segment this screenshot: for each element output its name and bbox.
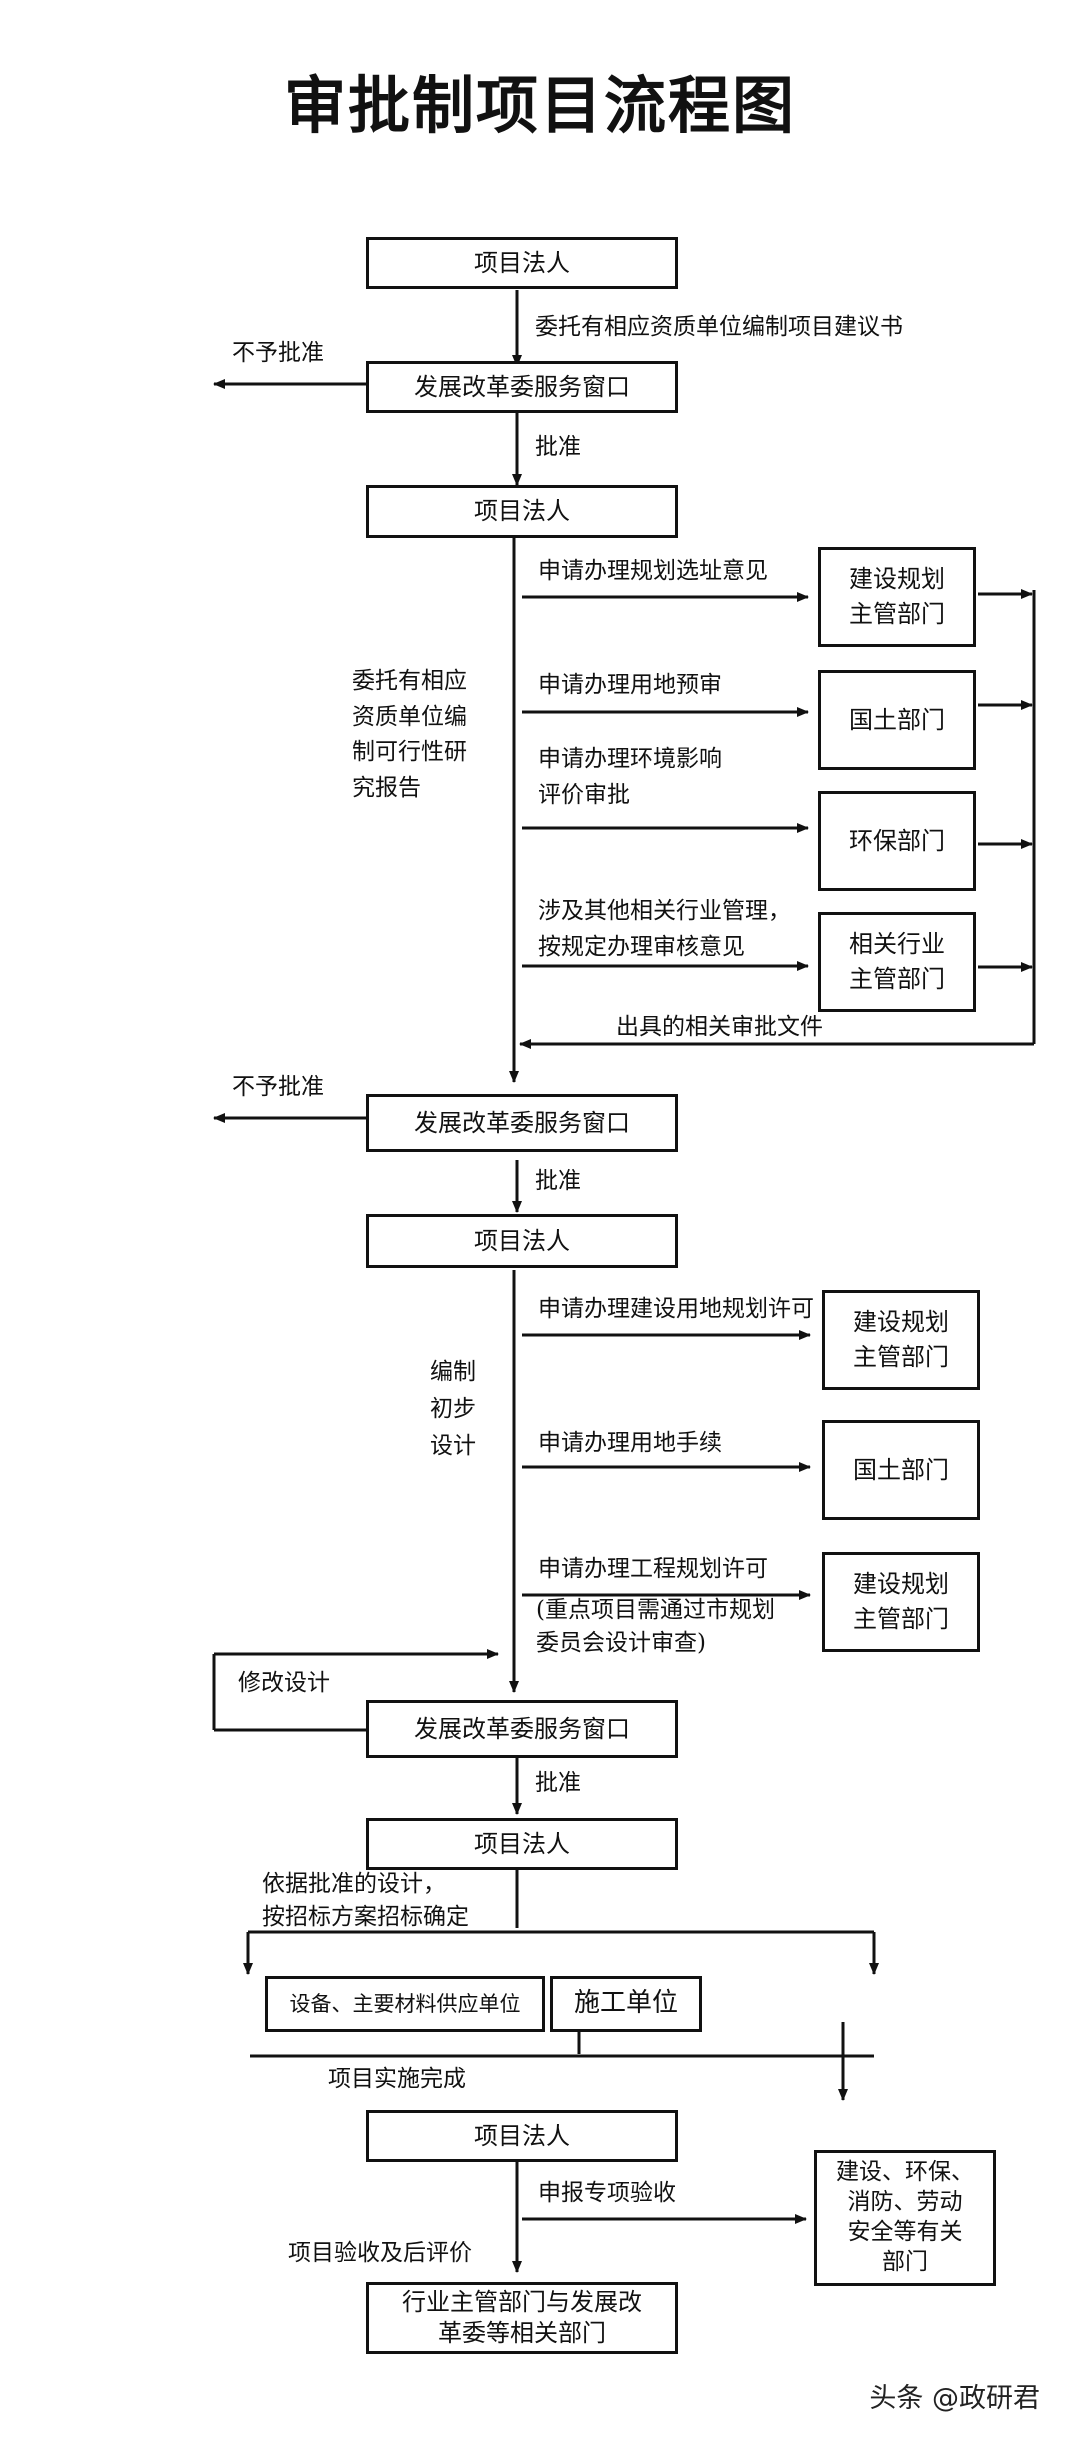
planning-dept-box-2: 建设规划 主管部门 xyxy=(822,1290,980,1390)
legal-person-box-5: 项目法人 xyxy=(366,2110,678,2162)
label-apply-land-procedures: 申请办理用地手续 xyxy=(538,1430,722,1456)
land-dept-box-1: 国土部门 xyxy=(818,670,976,770)
planning-dept-box-1: 建设规划 主管部门 xyxy=(818,547,976,647)
label-approve-2: 批准 xyxy=(535,1168,581,1194)
page-title: 审批制项目流程图 xyxy=(283,69,796,142)
label-reject-1: 不予批准 xyxy=(232,340,324,366)
label-issue-docs: 出具的相关审批文件 xyxy=(616,1014,823,1040)
label-key-project-note: (重点项目需通过市规划 委员会设计审查) xyxy=(536,1597,775,1657)
ndrc-window-box-2: 发展改革委服务窗口 xyxy=(366,1094,678,1152)
legal-person-box-1: 项目法人 xyxy=(366,237,678,289)
label-completion: 项目实施完成 xyxy=(328,2066,466,2092)
equipment-supplier-box: 设备、主要材料供应单位 xyxy=(265,1976,545,2032)
label-approve-1: 批准 xyxy=(535,434,581,460)
label-approve-3: 批准 xyxy=(535,1770,581,1796)
industry-dept-box: 相关行业 主管部门 xyxy=(818,912,976,1012)
acceptance-depts-box: 建设、环保、 消防、劳动 安全等有关 部门 xyxy=(814,2150,996,2286)
label-reject-2: 不予批准 xyxy=(232,1074,324,1100)
label-apply-land-review: 申请办理用地预审 xyxy=(538,672,722,698)
label-modify-design: 修改设计 xyxy=(238,1670,330,1696)
construction-unit-box: 施工单位 xyxy=(550,1976,702,2032)
ndrc-window-box-3: 发展改革委服务窗口 xyxy=(366,1700,678,1758)
label-apply-industry: 涉及其他相关行业管理， 按规定办理审核意见 xyxy=(538,898,791,960)
label-apply-engineering-permit: 申请办理工程规划许可 xyxy=(538,1556,768,1582)
label-commission-proposal: 委托有相应资质单位编制项目建议书 xyxy=(535,314,903,340)
final-depts-box: 行业主管部门与发展改 革委等相关部门 xyxy=(366,2282,678,2354)
planning-dept-box-3: 建设规划 主管部门 xyxy=(822,1552,980,1652)
label-apply-site: 申请办理规划选址意见 xyxy=(538,558,768,584)
label-apply-acceptance: 申报专项验收 xyxy=(538,2180,676,2206)
ndrc-window-box-1: 发展改革委服务窗口 xyxy=(366,361,678,413)
label-prelim-design: 编制 初步 设计 xyxy=(430,1359,476,1459)
legal-person-box-2: 项目法人 xyxy=(366,485,678,538)
env-dept-box: 环保部门 xyxy=(818,791,976,891)
legal-person-box-4: 项目法人 xyxy=(366,1818,678,1870)
label-commission-feasibility: 委托有相应 资质单位编 制可行性研 究报告 xyxy=(352,668,467,801)
legal-person-box-3: 项目法人 xyxy=(366,1214,678,1268)
watermark: 头条 @政研君 xyxy=(869,2383,1040,2414)
label-acceptance-eval: 项目验收及后评价 xyxy=(288,2240,472,2266)
label-apply-land-use-permit: 申请办理建设用地规划许可 xyxy=(538,1296,814,1322)
label-bidding: 依据批准的设计， 按招标方案招标确定 xyxy=(262,1871,469,1931)
label-apply-env: 申请办理环境影响 评价审批 xyxy=(538,746,722,808)
land-dept-box-2: 国土部门 xyxy=(822,1420,980,1520)
